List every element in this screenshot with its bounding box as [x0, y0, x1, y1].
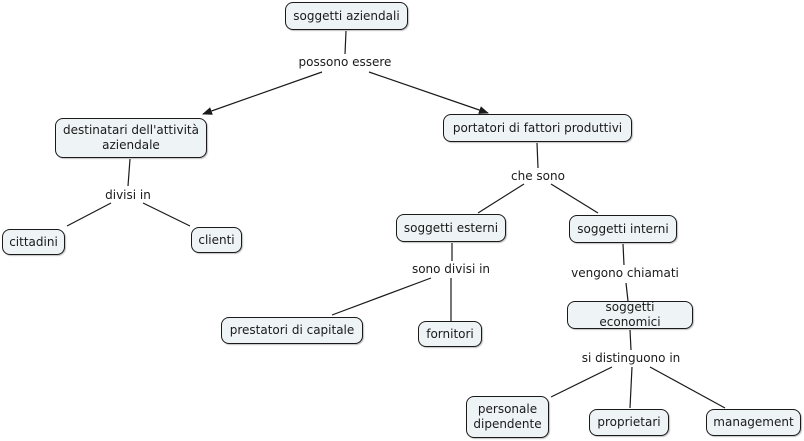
arrow-to-destinatari — [202, 71, 323, 115]
node-label: destinatari dell'attività aziendale — [63, 123, 199, 152]
line-sidist-to-management — [649, 366, 726, 409]
arrow-to-portatori — [368, 71, 489, 114]
node-label: personale dipendente — [473, 402, 542, 431]
node-label: portatori di fattori produttivi — [452, 120, 623, 135]
line-sidist-to-personale — [550, 366, 613, 398]
node-label: management — [713, 415, 794, 429]
link-label-divisi-in[interactable]: divisi in — [105, 188, 151, 202]
node-portatori[interactable]: portatori di fattori produttivi — [443, 114, 632, 142]
line-vengono-to-economici — [625, 282, 629, 302]
node-soggetti-aziendali[interactable]: soggetti aziendali — [285, 2, 408, 30]
line-divisi-to-clienti — [142, 202, 191, 227]
node-management[interactable]: management — [706, 409, 801, 436]
line-sonodivisi-to-prestatori — [331, 277, 432, 316]
node-destinatari[interactable]: destinatari dell'attività aziendale — [55, 118, 207, 158]
node-soggetti-interni[interactable]: soggetti interni — [569, 215, 677, 243]
link-label-vengono-chiamati[interactable]: vengono chiamati — [571, 266, 679, 280]
line-chesono-to-esterni — [477, 183, 525, 214]
link-label-si-distinguono-in[interactable]: si distinguono in — [581, 351, 681, 365]
node-clienti[interactable]: clienti — [191, 227, 242, 253]
line-portatori-to-chesono — [536, 142, 539, 169]
node-soggetti-esterni[interactable]: soggetti esterni — [396, 214, 506, 242]
line-interni-to-vengono — [622, 243, 625, 266]
node-label: cittadini — [9, 234, 58, 249]
line-chesono-to-interni — [550, 183, 599, 214]
node-label: prestatori di capitale — [229, 323, 355, 337]
link-label-possono-essere[interactable]: possono essere — [298, 55, 392, 69]
node-prestatori[interactable]: prestatori di capitale — [221, 317, 363, 344]
node-label: fornitori — [426, 326, 474, 341]
line-economici-to-sidist — [629, 329, 632, 351]
node-soggetti-economici[interactable]: soggetti economici — [567, 300, 693, 329]
node-label: soggetti esterni — [403, 220, 499, 235]
node-label: clienti — [198, 232, 235, 247]
node-proprietari[interactable]: proprietari — [589, 409, 669, 436]
node-label: proprietari — [597, 415, 661, 429]
line-destinatari-to-divisi — [127, 158, 131, 187]
node-label: soggetti interni — [577, 221, 669, 236]
node-cittadini[interactable]: cittadini — [2, 229, 65, 255]
line-sidist-to-proprietari — [629, 366, 633, 409]
link-label-sono-divisi-in[interactable]: sono divisi in — [411, 262, 491, 276]
line-divisi-to-cittadini — [66, 202, 112, 227]
node-fornitori[interactable]: fornitori — [418, 321, 482, 347]
line-root-to-label — [344, 30, 347, 55]
node-label: soggetti economici — [599, 300, 661, 329]
node-personale[interactable]: personale dipendente — [466, 396, 549, 438]
link-label-che-sono[interactable]: che sono — [511, 169, 565, 183]
node-label: soggetti aziendali — [293, 8, 400, 23]
